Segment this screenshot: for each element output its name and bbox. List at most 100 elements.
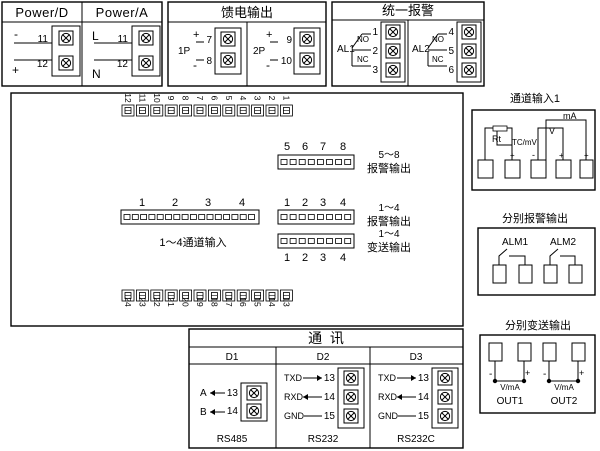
connector-number: 1 xyxy=(284,252,290,264)
terminal-screw-icon xyxy=(220,52,236,68)
svg-text:NC: NC xyxy=(432,55,444,64)
svg-text:13: 13 xyxy=(418,373,430,384)
terminal-number: 24 xyxy=(123,297,133,307)
svg-text:TXD: TXD xyxy=(378,373,397,383)
svg-text:+: + xyxy=(510,151,515,160)
connector-number: 5 xyxy=(284,141,290,153)
unified-alarm-panel: 统一报警 1 2 3 AL1 NO NC 4 5 6 AL2 NO NC xyxy=(331,1,485,87)
svg-text:11: 11 xyxy=(118,34,129,45)
svg-text:6: 6 xyxy=(448,65,454,76)
connector-number: 4 xyxy=(239,197,245,209)
terminal-number: 7 xyxy=(195,96,205,101)
svg-text:9: 9 xyxy=(286,35,292,46)
connector-number: 6 xyxy=(302,141,308,153)
svg-text:5: 5 xyxy=(448,46,454,57)
svg-text:-: - xyxy=(532,150,535,160)
terminal-number: 17 xyxy=(224,297,234,307)
svg-text:2P: 2P xyxy=(253,46,266,57)
svg-text:13: 13 xyxy=(324,373,336,384)
terminal-screw-icon xyxy=(343,370,359,386)
svg-text:+: + xyxy=(559,151,564,160)
terminal-screw-icon xyxy=(220,31,236,47)
terminal-pin-icon xyxy=(179,104,193,117)
svg-text:V/mA: V/mA xyxy=(554,383,574,392)
svg-text:RXD: RXD xyxy=(378,392,398,402)
terminal-number: 16 xyxy=(238,297,248,307)
terminal-screw-icon xyxy=(246,385,262,401)
svg-text:14: 14 xyxy=(324,392,336,403)
terminal-screw-icon xyxy=(385,24,401,40)
terminal-number: 3 xyxy=(253,96,263,101)
separate-transmission-panel: 分别变送输出 - + - + V/mA V/mA OUT1 OUT2 xyxy=(479,318,596,414)
svg-text:8: 8 xyxy=(206,56,212,67)
svg-text:2: 2 xyxy=(372,46,378,57)
connector-number: 2 xyxy=(302,252,308,264)
pin-hole-icon xyxy=(298,214,306,220)
svg-text:TC/mV: TC/mV xyxy=(512,138,538,147)
connector-number: 4 xyxy=(340,197,346,209)
svg-text:1～4通道输入: 1～4通道输入 xyxy=(159,235,226,249)
connector-number: 4 xyxy=(340,252,346,264)
connector-number: 7 xyxy=(320,141,326,153)
channel-input-1-title: 通道输入1 xyxy=(510,91,560,105)
svg-text:mA: mA xyxy=(563,111,577,121)
terminal-screw-icon xyxy=(58,30,74,46)
terminal-number: 5 xyxy=(224,96,234,101)
power-panel: Power/D Power/A 11 12 - + 11 12 L N xyxy=(1,1,163,87)
svg-text:4: 4 xyxy=(448,27,454,38)
terminal-number: 9 xyxy=(166,96,176,101)
svg-text:-: - xyxy=(193,58,197,72)
svg-text:+: + xyxy=(584,151,589,160)
pin-hole-icon xyxy=(148,214,156,220)
terminal-number: 20 xyxy=(181,297,191,307)
svg-text:OUT1: OUT1 xyxy=(497,396,524,407)
svg-text:A: A xyxy=(200,388,207,399)
pin-hole-icon xyxy=(335,238,343,244)
connector-number: 3 xyxy=(320,197,326,209)
svg-text:D2: D2 xyxy=(317,352,330,363)
svg-text:RXD: RXD xyxy=(284,392,304,402)
terminal-number: 13 xyxy=(281,297,291,307)
pin-hole-icon xyxy=(307,214,315,220)
terminal-pin-icon xyxy=(251,104,265,117)
terminal-number: 12 xyxy=(123,93,133,103)
separate-transmission-title: 分别变送输出 xyxy=(505,318,571,332)
svg-text:NO: NO xyxy=(357,35,369,44)
svg-text:+: + xyxy=(579,368,584,378)
pin-hole-icon xyxy=(206,214,214,220)
rs485-terminals: 13 14 A B RS485 xyxy=(200,382,268,445)
pin-hole-icon xyxy=(289,159,297,165)
pin-hole-icon xyxy=(131,214,139,220)
svg-text:报警输出: 报警输出 xyxy=(367,161,411,175)
communication-panel: 通 讯 D1 D2 D3 13 14 A B RS485 13 14 xyxy=(188,328,464,449)
svg-text:AL2: AL2 xyxy=(412,44,430,55)
svg-text:1～4: 1～4 xyxy=(378,203,400,214)
pin-hole-icon xyxy=(123,214,131,220)
svg-text:B: B xyxy=(200,407,207,418)
terminal-screw-icon xyxy=(461,62,477,78)
terminal-pin-icon xyxy=(135,104,149,117)
rs232c-terminals: 13 14 15 TXD RXD GND RS232C xyxy=(378,367,459,445)
separate-alarm-title: 分别报警输出 xyxy=(502,211,568,225)
pin-hole-icon xyxy=(289,214,297,220)
connector-number: 1 xyxy=(139,197,145,209)
pin-hole-icon xyxy=(316,159,324,165)
svg-text:GND: GND xyxy=(284,411,305,421)
terminal-number: 21 xyxy=(166,297,176,307)
svg-text:NC: NC xyxy=(357,55,369,64)
svg-text:+: + xyxy=(266,29,272,41)
svg-text:Rt: Rt xyxy=(492,134,501,144)
terminal-pin-icon xyxy=(150,104,164,117)
terminal-number: 2 xyxy=(267,96,277,101)
svg-text:7: 7 xyxy=(206,35,212,46)
terminal-number: 18 xyxy=(209,297,219,307)
terminal-screw-icon xyxy=(58,55,74,71)
svg-text:10: 10 xyxy=(281,56,293,67)
svg-text:RS232C: RS232C xyxy=(397,434,435,445)
terminal-number: 14 xyxy=(267,297,277,307)
terminal-pin-icon xyxy=(222,104,236,117)
pin-hole-icon xyxy=(298,238,306,244)
terminal-screw-icon xyxy=(246,403,262,419)
connector-number: 2 xyxy=(302,197,308,209)
